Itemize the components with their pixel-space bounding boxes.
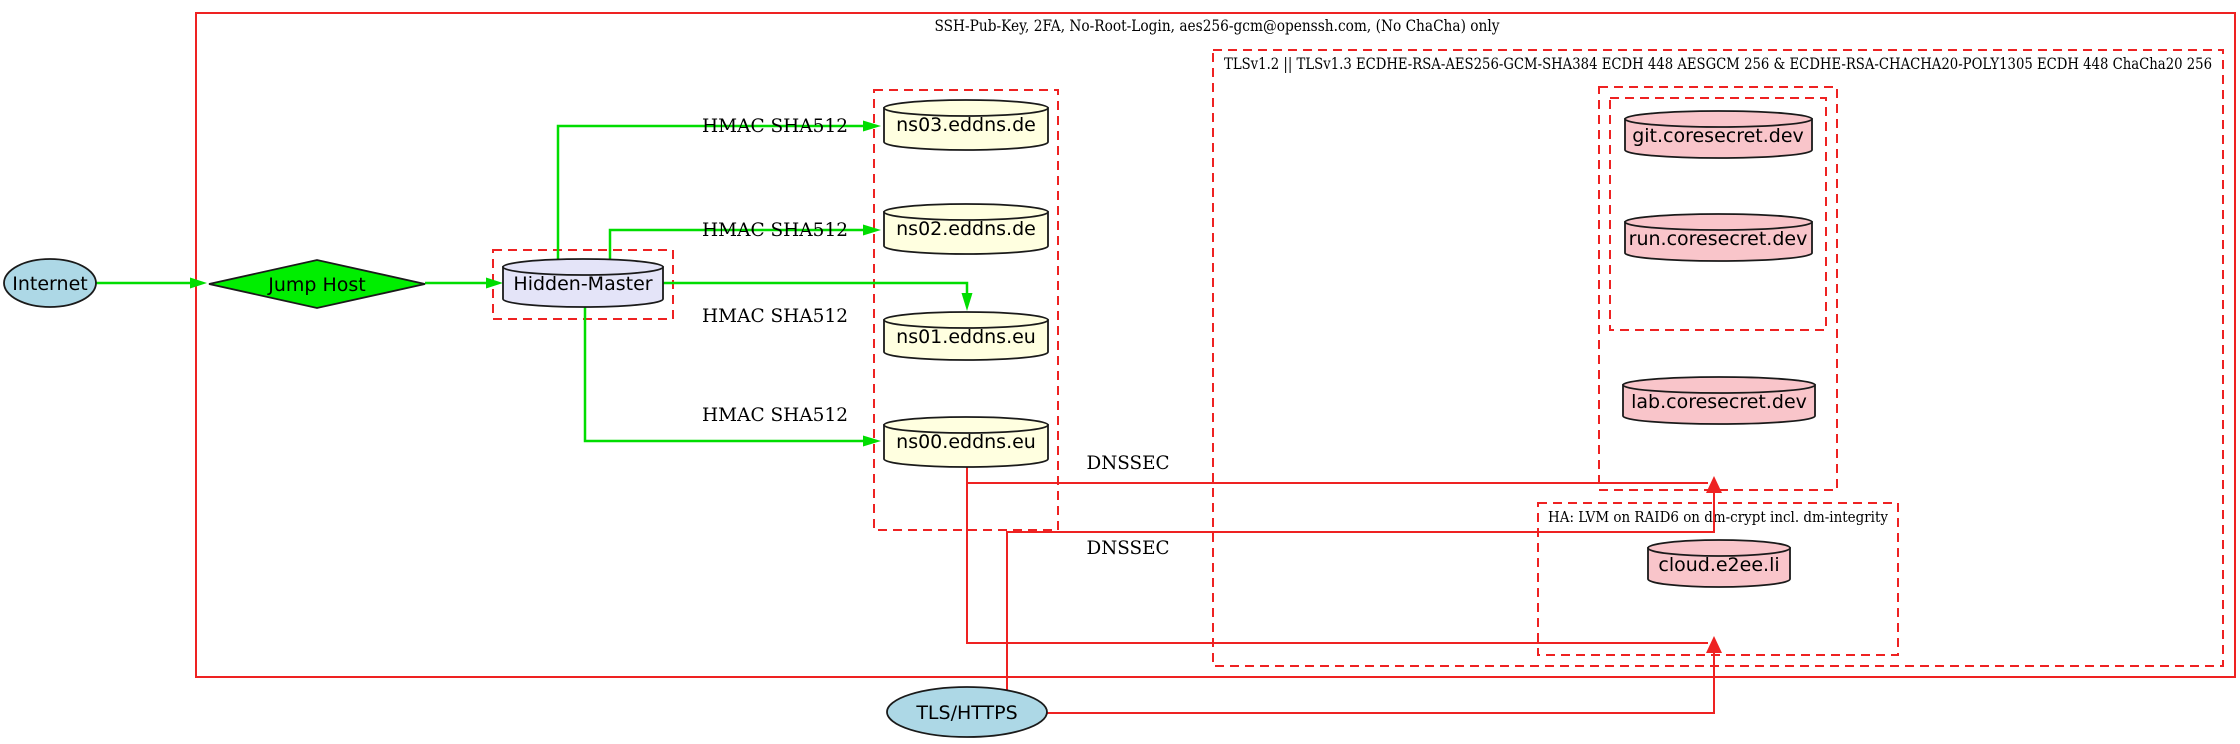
hmac-label-4: HMAC SHA512 xyxy=(702,404,848,426)
ns03-cylinder-top xyxy=(883,99,1049,117)
hidden-master-label: Hidden-Master xyxy=(513,273,652,295)
edge-hiddenmaster-ns02 xyxy=(608,228,863,261)
edge-hiddenmaster-ns03 xyxy=(556,124,863,261)
host1-inner-cluster-box xyxy=(1609,97,1827,331)
jump-host-label: Jump Host xyxy=(267,274,366,296)
hidden-master-cylinder-body xyxy=(502,266,664,308)
ns01-label: ns01.eddns.eu xyxy=(896,326,1036,348)
internet-label: Internet xyxy=(12,273,87,295)
hmac-label-3: HMAC SHA512 xyxy=(702,305,848,327)
hidden-master-cluster-box xyxy=(492,249,674,320)
ssh-cluster-box xyxy=(195,12,2236,678)
jump-host-node: Jump Host xyxy=(208,259,426,309)
git-cylinder-body xyxy=(1624,118,1813,159)
hmac-label-1: HMAC SHA512 xyxy=(702,115,848,137)
cloud-cylinder-body xyxy=(1647,547,1791,588)
run-label: run.coresecret.dev xyxy=(1629,228,1808,250)
tls-cluster-label: TLSv1.2 || TLSv1.3 ECDHE-RSA-AES256-GCM-… xyxy=(1224,54,2212,73)
dnssec-label-1: DNSSEC xyxy=(1087,452,1170,474)
ns01-node: ns01.eddns.eu xyxy=(883,311,1049,361)
ha-cluster-box xyxy=(1537,502,1899,656)
ns00-cylinder-top xyxy=(883,416,1049,434)
host1-cluster-box xyxy=(1598,86,1838,491)
git-cylinder-top xyxy=(1624,110,1813,128)
ns03-node: ns03.eddns.de xyxy=(883,99,1049,151)
edge-internet-jumphost-arrowhead xyxy=(190,277,207,289)
edge-hiddenmaster-ns02-arrowhead xyxy=(863,224,881,236)
edge-jumphost-hiddenmaster-arrowhead xyxy=(486,277,503,289)
edge-ns00-host1-dnssec xyxy=(966,461,1708,484)
ns00-label: ns00.eddns.eu xyxy=(896,431,1036,453)
arrowhead-into-ha-cluster xyxy=(1706,636,1722,653)
hmac-label-2: HMAC SHA512 xyxy=(702,219,848,241)
nameserver-cluster-box xyxy=(873,89,1059,531)
lab-cylinder-body xyxy=(1622,384,1816,425)
arrowhead-into-host1-cluster xyxy=(1706,476,1722,493)
run-node: run.coresecret.dev xyxy=(1624,213,1813,262)
tls-https-label: TLS/HTTPS xyxy=(915,702,1017,724)
edge-hiddenmaster-ns00 xyxy=(583,305,863,443)
edge-hiddenmaster-ns01 xyxy=(663,281,969,293)
git-node: git.coresecret.dev xyxy=(1624,110,1813,159)
edge-hiddenmaster-ns00-arrowhead xyxy=(863,435,881,447)
ns02-label: ns02.eddns.de xyxy=(896,218,1036,240)
cloud-cylinder-top xyxy=(1647,539,1791,557)
ns01-cylinder-top xyxy=(883,311,1049,329)
ns02-cylinder-top xyxy=(883,203,1049,221)
tls-https-ellipse xyxy=(886,686,1048,738)
edge-hiddenmaster-ns01-arrowhead xyxy=(961,293,973,311)
hidden-master-node: Hidden-Master xyxy=(502,258,664,308)
ns00-node: ns00.eddns.eu xyxy=(883,416,1049,468)
lab-node: lab.coresecret.dev xyxy=(1622,376,1816,425)
tls-cluster-box xyxy=(1212,49,2224,667)
ns02-cylinder-body xyxy=(883,211,1049,255)
run-cylinder-top xyxy=(1624,213,1813,231)
cloud-node: cloud.e2ee.li xyxy=(1647,539,1791,588)
git-label: git.coresecret.dev xyxy=(1632,125,1804,147)
hidden-master-cylinder-top xyxy=(502,258,664,276)
dnssec-label-2: DNSSEC xyxy=(1087,537,1170,559)
tls-https-node: TLS/HTTPS xyxy=(886,686,1048,738)
jump-host-diamond xyxy=(208,259,426,309)
lab-cylinder-top xyxy=(1622,376,1816,394)
ns02-node: ns02.eddns.de xyxy=(883,203,1049,255)
internet-node: Internet xyxy=(3,258,97,308)
cloud-label: cloud.e2ee.li xyxy=(1658,554,1779,576)
edge-tlshttps-host2 xyxy=(1047,653,1715,714)
edge-tlshttps-host1 xyxy=(1006,493,1715,690)
run-cylinder-body xyxy=(1624,221,1813,262)
ns00-cylinder-body xyxy=(883,424,1049,468)
ha-cluster-label: HA: LVM on RAID6 on dm-crypt incl. dm-in… xyxy=(1548,508,1888,526)
lab-label: lab.coresecret.dev xyxy=(1631,391,1807,413)
ssh-cluster-label: SSH-Pub-Key, 2FA, No-Root-Login, aes256-… xyxy=(935,16,1500,35)
ns03-cylinder-body xyxy=(883,107,1049,151)
internet-ellipse xyxy=(3,258,97,308)
ns01-cylinder-body xyxy=(883,319,1049,361)
edge-ns00-host2-dnssec xyxy=(966,483,1708,644)
ns03-label: ns03.eddns.de xyxy=(896,114,1036,136)
edge-hiddenmaster-ns03-arrowhead xyxy=(863,120,881,132)
